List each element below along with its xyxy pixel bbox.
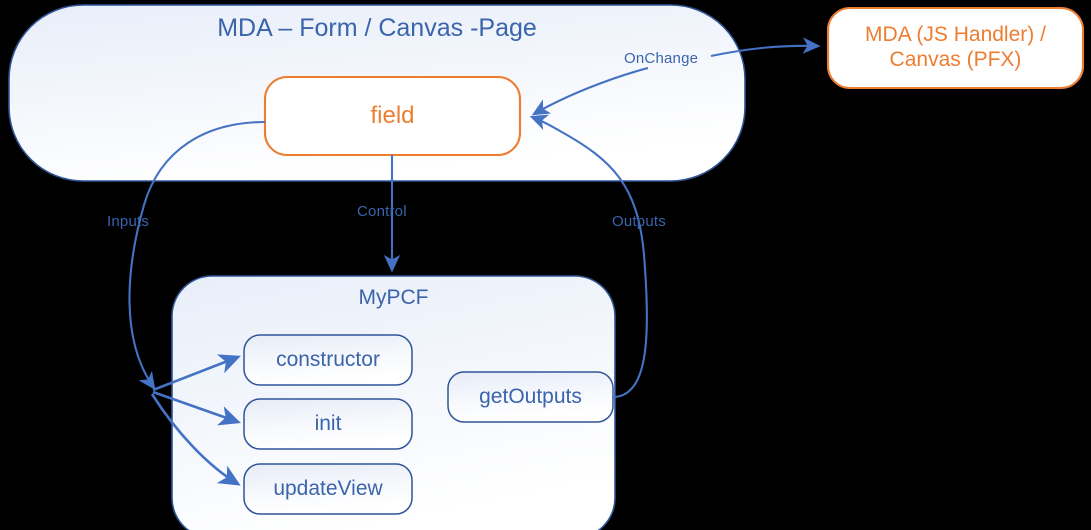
node-constructor[interactable] — [243, 334, 413, 386]
edge-label-outputs: Outputs — [612, 213, 666, 230]
node-get-outputs[interactable] — [447, 371, 614, 423]
node-mda-js-handler-canvas-pfx[interactable] — [826, 6, 1085, 90]
edge-label-onchange: OnChange — [624, 50, 699, 67]
connector-to-init — [152, 390, 241, 426]
node-init[interactable] — [243, 398, 413, 450]
node-update-view[interactable] — [243, 463, 413, 515]
connector-to-constructor — [152, 354, 241, 392]
connector-onchange — [531, 66, 649, 116]
node-field[interactable] — [263, 75, 522, 157]
connector-onchange-to-handler — [710, 37, 821, 58]
connector-outputs — [529, 114, 649, 399]
connector-inputs — [128, 120, 266, 391]
edge-label-control: Control — [357, 203, 407, 220]
edge-label-inputs: Inputs — [107, 213, 150, 230]
connector-to-update-view — [150, 393, 241, 486]
